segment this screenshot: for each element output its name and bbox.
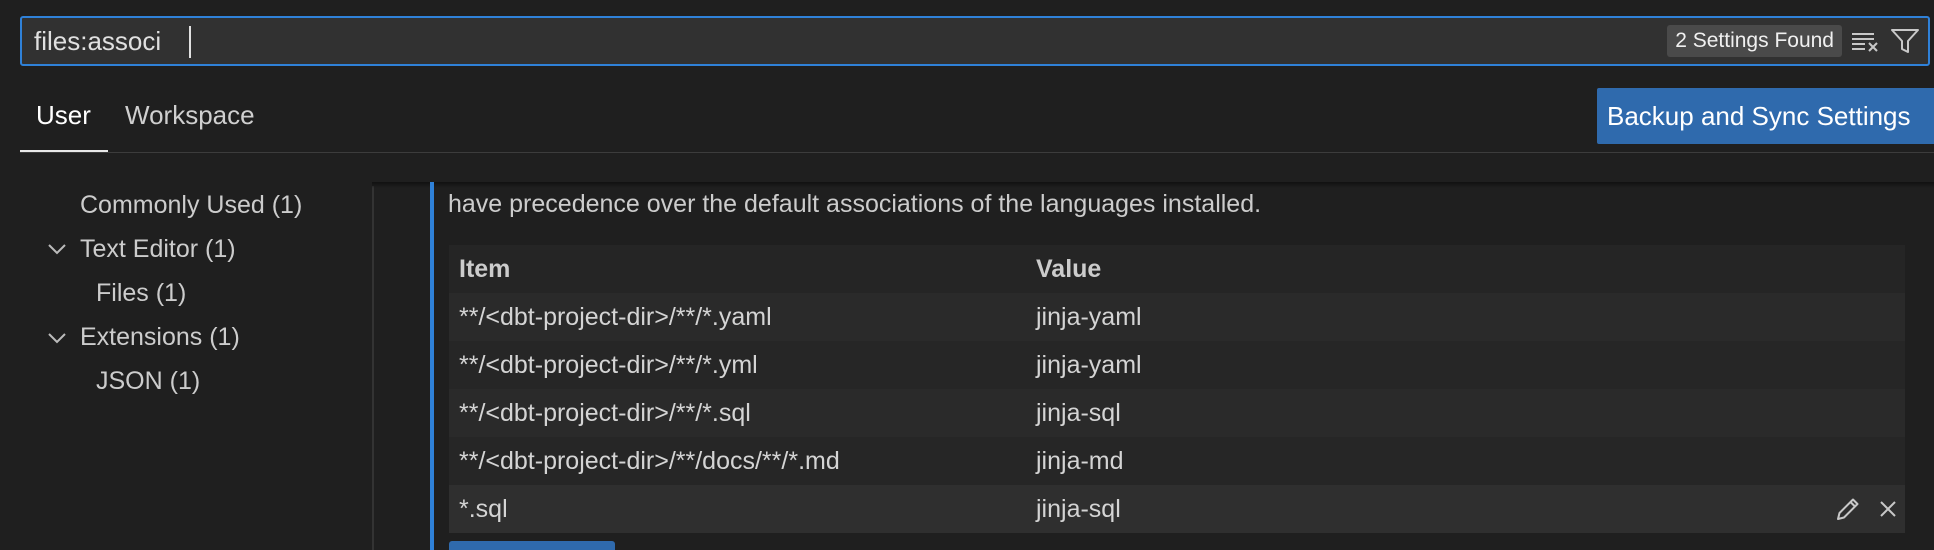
clear-filter-button[interactable]: [1848, 26, 1882, 56]
table-row[interactable]: *.sql jinja-sql: [449, 485, 1905, 533]
tab-workspace[interactable]: Workspace: [125, 100, 255, 130]
table-row[interactable]: **/<dbt-project-dir>/**/*.sql jinja-sql: [449, 389, 1905, 437]
row-item-pattern: **/<dbt-project-dir>/**/*.yaml: [459, 303, 772, 331]
row-item-value: jinja-sql: [1036, 495, 1121, 523]
chevron-down-icon[interactable]: [46, 238, 68, 260]
table-row[interactable]: **/<dbt-project-dir>/**/docs/**/*.md jin…: [449, 437, 1905, 485]
chevron-down-icon[interactable]: [46, 327, 68, 349]
toc-divider: [372, 186, 374, 550]
results-count-badge: 2 Settings Found: [1667, 25, 1842, 57]
table-row[interactable]: **/<dbt-project-dir>/**/*.yml jinja-yaml: [449, 341, 1905, 389]
table-row[interactable]: **/<dbt-project-dir>/**/*.yaml jinja-yam…: [449, 293, 1905, 341]
row-item-pattern: **/<dbt-project-dir>/**/*.sql: [459, 399, 751, 427]
pencil-icon: [1837, 498, 1859, 520]
close-icon: [1880, 501, 1896, 517]
column-header-item: Item: [459, 255, 511, 283]
backup-and-sync-button[interactable]: Backup and Sync Settings: [1597, 88, 1934, 144]
row-item-pattern: **/<dbt-project-dir>/**/docs/**/*.md: [459, 447, 840, 475]
filter-button[interactable]: [1888, 26, 1922, 56]
active-tab-indicator: [20, 150, 108, 152]
setting-description: have precedence over the default associa…: [448, 190, 1262, 218]
remove-item-button[interactable]: [1873, 495, 1903, 523]
row-item-pattern: **/<dbt-project-dir>/**/*.yml: [459, 351, 758, 379]
setting-focus-indicator: [430, 182, 434, 550]
toc-item-json[interactable]: JSON (1): [96, 367, 201, 395]
scroll-shadow: [372, 182, 1934, 188]
settings-search-bar: 2 Settings Found: [20, 16, 1930, 66]
row-item-pattern: *.sql: [459, 495, 508, 523]
toc-item-text-editor[interactable]: Text Editor (1): [80, 235, 236, 263]
tab-user[interactable]: User: [36, 100, 91, 130]
toc-item-extensions[interactable]: Extensions (1): [80, 323, 240, 351]
row-item-value: jinja-sql: [1036, 399, 1121, 427]
column-header-value: Value: [1036, 255, 1102, 283]
associations-table: Item Value **/<dbt-project-dir>/**/*.yam…: [449, 245, 1905, 533]
toc-item-files[interactable]: Files (1): [96, 279, 187, 307]
toc-item-commonly-used[interactable]: Commonly Used (1): [80, 191, 303, 219]
row-item-value: jinja-md: [1036, 447, 1124, 475]
clear-filter-icon: [1852, 33, 1878, 52]
table-header: Item Value: [449, 245, 1905, 293]
text-caret: [189, 26, 191, 58]
row-item-value: jinja-yaml: [1036, 351, 1142, 379]
filter-icon: [1891, 29, 1919, 53]
settings-search-input[interactable]: [34, 18, 1334, 64]
add-item-button[interactable]: [449, 541, 615, 550]
edit-item-button[interactable]: [1833, 495, 1863, 523]
tabs-divider: [20, 152, 1934, 153]
row-item-value: jinja-yaml: [1036, 303, 1142, 331]
